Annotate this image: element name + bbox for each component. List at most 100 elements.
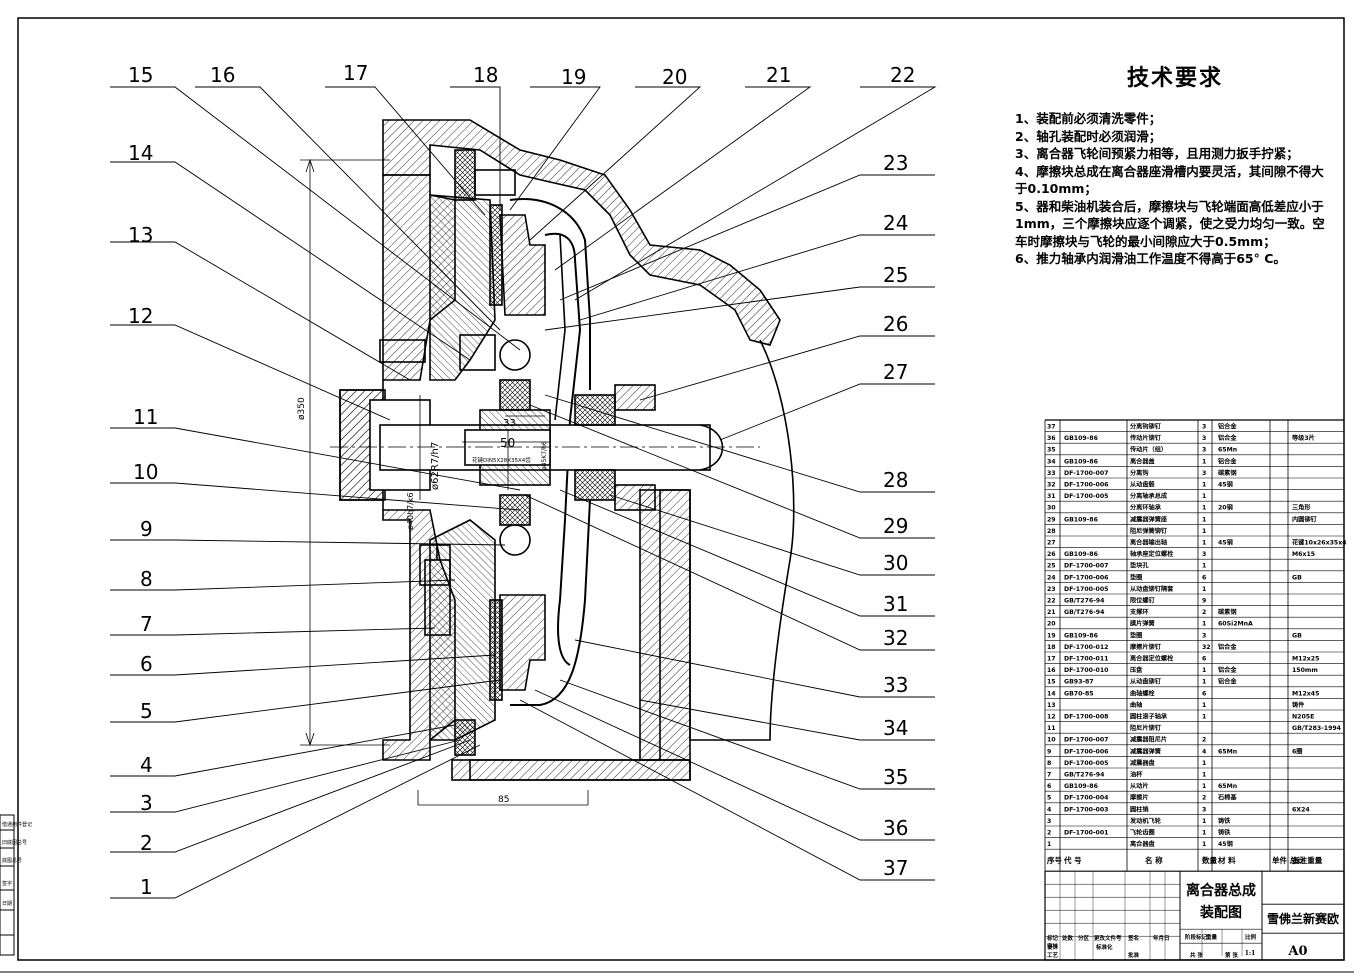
bom-cell-r26-c6: M6x15 xyxy=(1292,551,1315,558)
bom-header-3: 数量 xyxy=(1202,855,1218,865)
bom-cell-r19-c1: GB109-86 xyxy=(1064,632,1098,639)
bom-cell-r34-c1: GB109-86 xyxy=(1064,458,1098,465)
bom-cell-r33-c1: DF-1700-007 xyxy=(1064,470,1108,477)
drawing-name-line1: 离合器总成 xyxy=(1186,882,1256,899)
strip-label-0: 借通用件登记 xyxy=(2,821,32,828)
strip-label-3: 签字 xyxy=(2,880,12,887)
callout-35: 35 xyxy=(883,765,908,789)
callout-17: 17 xyxy=(343,61,368,85)
bom-cell-r31-c3: 1 xyxy=(1202,493,1206,500)
bom-cell-r31-c2: 分离轴承总成 xyxy=(1130,492,1168,500)
bom-header-2: 名 称 xyxy=(1145,855,1163,865)
bom-cell-r2-c4: 铸铁 xyxy=(1218,829,1231,837)
label-mark: 标记 xyxy=(1046,934,1059,942)
label-weight: 重量 xyxy=(1206,933,1218,941)
bom-cell-r3-c3: 1 xyxy=(1202,818,1206,825)
bom-cell-r35-c0: 35 xyxy=(1047,447,1056,454)
strip-label-2: 底图总号 xyxy=(2,857,22,864)
bom-cell-r13-c0: 13 xyxy=(1047,702,1056,709)
bom-cell-r21-c2: 支撑环 xyxy=(1129,608,1149,616)
bom-header-0: 序号 xyxy=(1047,855,1063,865)
bom-cell-r4-c1: DF-1700-003 xyxy=(1064,806,1108,813)
callout-3: 3 xyxy=(140,791,153,815)
bom-cell-r3-c2: 发动机飞轮 xyxy=(1129,817,1162,825)
label-total: 共 张 xyxy=(1190,951,1203,959)
bom-cell-r19-c0: 19 xyxy=(1047,632,1056,639)
bom-cell-r15-c4: 铝合金 xyxy=(1218,678,1237,686)
bom-cell-r12-c2: 圆柱滚子轴承 xyxy=(1130,713,1168,721)
bom-cell-r25-c2: 垫块孔 xyxy=(1130,562,1149,570)
bom-cell-r29-c2: 减震器弹簧座 xyxy=(1130,515,1168,523)
bom-cell-r1-c2: 离合器盘 xyxy=(1130,840,1156,848)
bom-cell-r37-c4: 铝合金 xyxy=(1218,423,1237,431)
bom-cell-r24-c0: 24 xyxy=(1047,574,1056,581)
bom-cell-r4-c6: 6X24 xyxy=(1292,806,1310,813)
bom-cell-r28-c2: 阻尼弹簧铆钉 xyxy=(1130,527,1168,535)
bom-cell-r27-c0: 27 xyxy=(1047,540,1056,547)
bom-cell-r15-c0: 15 xyxy=(1047,679,1056,686)
bom-cell-r5-c4: 石棉基 xyxy=(1217,794,1237,802)
bom-cell-r4-c3: 3 xyxy=(1202,806,1206,813)
bom-cell-r20-c3: 1 xyxy=(1202,621,1206,628)
bom-cell-r26-c2: 轴承座定位螺栓 xyxy=(1130,550,1174,558)
bom-cell-r18-c4: 铝合金 xyxy=(1218,643,1237,651)
bom-cell-r24-c2: 垫圈 xyxy=(1130,573,1142,581)
bom-cell-r9-c0: 9 xyxy=(1047,748,1051,755)
bom-cell-r21-c0: 21 xyxy=(1047,609,1056,616)
bom-cell-r1-c3: 1 xyxy=(1202,841,1206,848)
bom-cell-r17-c1: DF-1700-011 xyxy=(1064,656,1108,663)
bom-cell-r23-c0: 23 xyxy=(1047,586,1056,593)
callout-21: 21 xyxy=(766,63,791,87)
callout-27: 27 xyxy=(883,360,908,384)
bom-cell-r20-c2: 膜片弹簧 xyxy=(1130,620,1156,628)
bom-cell-r16-c3: 1 xyxy=(1202,667,1206,674)
label-sign: 签名 xyxy=(1127,934,1139,942)
bom-cell-r2-c0: 2 xyxy=(1047,830,1051,837)
technical-requirements: 技术要求 1、装配前必须清洗零件； 2、轴孔装配时必须润滑； 3、离合器飞轮间预… xyxy=(1015,60,1335,268)
bom-cell-r16-c4: 铝合金 xyxy=(1218,666,1237,674)
bom-cell-r34-c3: 1 xyxy=(1202,458,1206,465)
bom-cell-r30-c6: 三角形 xyxy=(1292,504,1311,512)
bom-cell-r8-c1: DF-1700-005 xyxy=(1064,760,1108,767)
bom-cell-r11-c6: GB/T283-1994 xyxy=(1292,725,1342,732)
bom-cell-r33-c0: 33 xyxy=(1047,470,1056,477)
bom-cell-r33-c4: 碳素钢 xyxy=(1218,469,1237,477)
bom-cell-r8-c2: 减震器盘 xyxy=(1130,759,1156,767)
bom-cell-r36-c1: GB109-86 xyxy=(1064,435,1098,442)
callout-2: 2 xyxy=(140,831,153,855)
bom-cell-r27-c6: 花键10x26x35x4 xyxy=(1292,539,1347,547)
bom-cell-r6-c2: 从动片 xyxy=(1130,782,1149,790)
callout-30: 30 xyxy=(883,551,908,575)
bom-cell-r36-c4: 铝合金 xyxy=(1218,434,1237,442)
bom-cell-r28-c0: 28 xyxy=(1047,528,1056,535)
strip-label-4: 日期 xyxy=(2,901,12,907)
bom-cell-r12-c6: N205E xyxy=(1292,714,1314,721)
bom-cell-r35-c4: 65Mn xyxy=(1218,447,1237,454)
bom-cell-r14-c3: 6 xyxy=(1202,690,1206,697)
bom-cell-r32-c4: 45钢 xyxy=(1218,481,1233,489)
bom-cell-r35-c2: 传动片（组） xyxy=(1129,446,1167,454)
drawing-name-line2: 装配图 xyxy=(1199,904,1242,921)
callout-numbers: 15 16 17 18 19 20 21 22 14 13 12 11 10 9… xyxy=(128,61,915,899)
bom-cell-r13-c2: 曲轴 xyxy=(1130,701,1142,709)
bom-cell-r3-c0: 3 xyxy=(1047,818,1051,825)
bom-cell-r15-c3: 1 xyxy=(1202,679,1206,686)
bom-cell-r12-c0: 12 xyxy=(1047,714,1056,721)
bom-cell-r36-c3: 3 xyxy=(1202,435,1206,442)
bom-cell-r12-c1: DF-1700-008 xyxy=(1064,714,1108,721)
callout-23: 23 xyxy=(883,151,908,175)
dim-length-33: 33 xyxy=(503,418,516,429)
bom-cell-r29-c3: 1 xyxy=(1202,516,1206,523)
bom-cell-r21-c4: 碳素钢 xyxy=(1218,608,1237,616)
scale-value: 1:1 xyxy=(1245,950,1256,957)
bom-cell-r26-c3: 3 xyxy=(1202,551,1206,558)
bom-cell-r24-c6: GB xyxy=(1292,574,1302,581)
dim-overall-diameter: ø350 xyxy=(297,397,307,420)
bom-cell-r13-c3: 1 xyxy=(1202,702,1206,709)
bom-cell-r30-c4: 20钢 xyxy=(1218,504,1233,512)
bom-cell-r10-c1: DF-1700-007 xyxy=(1064,737,1108,744)
label-approve: 批准 xyxy=(1128,951,1140,959)
bom-cell-r10-c2: 减震器阻尼片 xyxy=(1130,736,1167,744)
bom-cell-r25-c1: DF-1700-007 xyxy=(1064,563,1108,570)
assembly-section xyxy=(330,119,795,781)
